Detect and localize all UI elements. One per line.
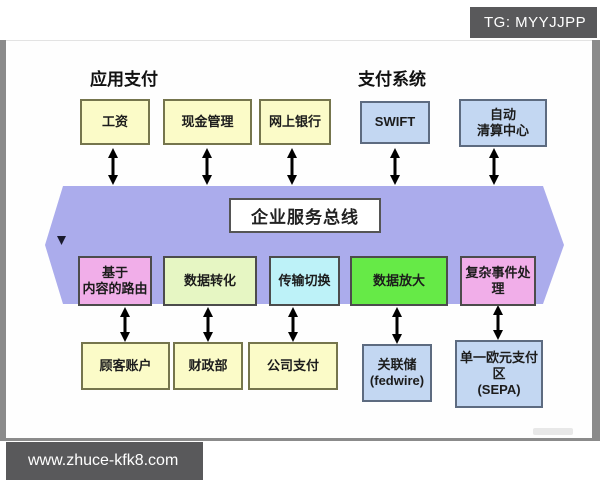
frame-bottom-strip	[0, 437, 600, 441]
node-automated-clearing-house: 自动 清算中心	[459, 99, 547, 147]
node-cash-management: 现金管理	[163, 99, 252, 145]
node-corporate-payments: 公司支付	[248, 342, 338, 390]
double-arrow-bottom-5	[493, 305, 503, 340]
double-arrow-top-4	[390, 148, 400, 185]
double-arrow-top-2	[202, 148, 212, 185]
node-fedwire: 关联储 (fedwire)	[362, 344, 432, 402]
double-arrow-bottom-1	[120, 307, 130, 342]
header-application-payments: 应用支付	[90, 70, 158, 89]
node-payroll: 工资	[80, 99, 150, 145]
double-arrow-bottom-2	[203, 307, 213, 342]
node-content-based-routing: 基于 内容的路由	[78, 256, 152, 306]
telegram-watermark: TG: MYYJJPP	[470, 7, 597, 38]
node-sepa: 单一欧元支付 区 (SEPA)	[455, 340, 543, 408]
node-transport-switching: 传输切换	[269, 256, 340, 306]
node-data-transformation: 数据转化	[163, 256, 257, 306]
node-complex-event-processing: 复杂事件处 理	[460, 256, 536, 306]
double-arrow-top-3	[287, 148, 297, 185]
double-arrow-top-5	[489, 148, 499, 185]
node-online-banking: 网上银行	[259, 99, 331, 145]
faint-watermark	[533, 428, 573, 435]
band-left-marker-icon	[57, 236, 66, 245]
website-watermark: www.zhuce-kfk8.com	[6, 442, 203, 480]
node-customer-accounts: 顾客账户	[81, 342, 170, 390]
double-arrow-top-1	[108, 148, 118, 185]
header-payment-systems: 支付系统	[358, 70, 426, 89]
node-swift: SWIFT	[360, 101, 430, 144]
double-arrow-bottom-3	[288, 307, 298, 342]
node-treasury: 财政部	[173, 342, 243, 390]
node-enterprise-service-bus: 企业服务总线	[229, 198, 381, 233]
frame-left-strip	[0, 40, 6, 437]
frame-right-strip	[592, 40, 600, 437]
node-data-amplification: 数据放大	[350, 256, 448, 306]
double-arrow-bottom-4	[392, 307, 402, 344]
